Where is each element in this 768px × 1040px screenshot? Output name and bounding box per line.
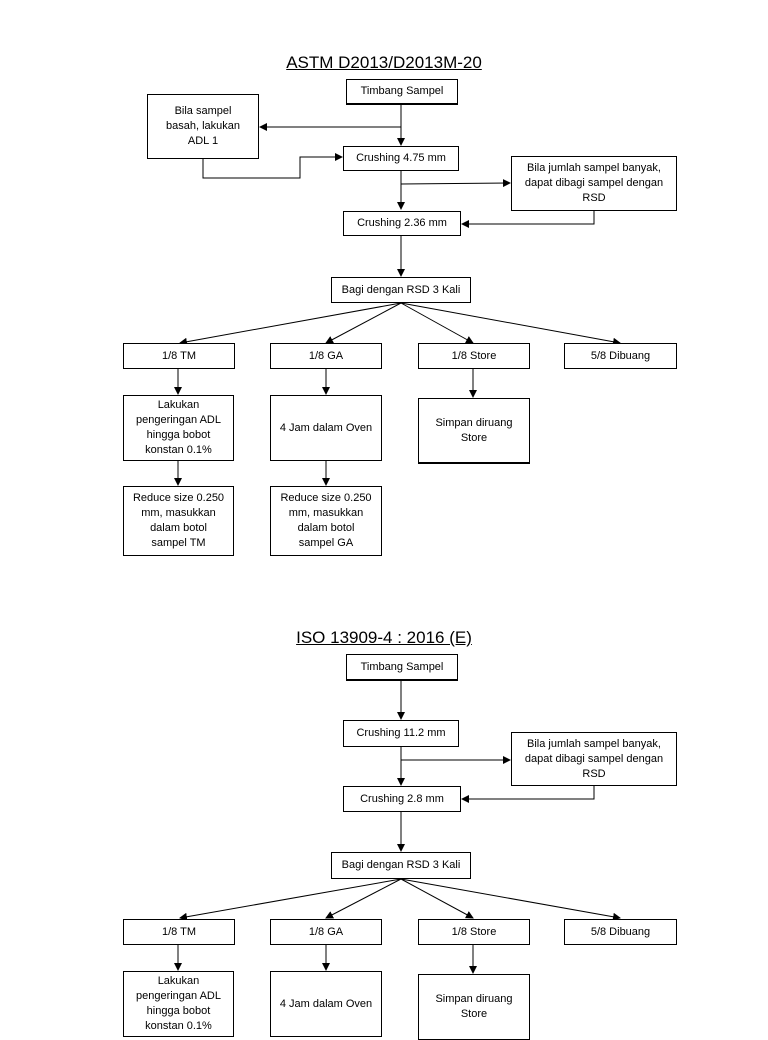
arrow-to-banyak: [400, 179, 511, 188]
iso-adl-box: Lakukan pengeringan ADL hingga bobot kon…: [123, 971, 234, 1037]
arrow-iso-banyak-to-crushing2: [461, 786, 595, 803]
astm-bagi-rsd-box: Bagi dengan RSD 3 Kali: [331, 277, 471, 303]
astm-sampel-banyak-box: Bila jumlah sampel banyak, dapat dibagi …: [511, 156, 677, 211]
astm-adl-box: Lakukan pengeringan ADL hingga bobot kon…: [123, 395, 234, 461]
astm-crushing-475-box: Crushing 4.75 mm: [343, 146, 459, 171]
arrow-bagi-to-tm: [179, 302, 402, 346]
arrow-iso-bagi-to-store: [400, 878, 474, 919]
astm-ga-box: 1/8 GA: [270, 343, 382, 369]
iso-crushing-28-box: Crushing 2.8 mm: [343, 786, 461, 812]
astm-tm-box: 1/8 TM: [123, 343, 235, 369]
astm-crushing-236-box: Crushing 2.36 mm: [343, 211, 461, 236]
iso-simpan-store-box: Simpan diruang Store: [418, 974, 530, 1040]
arrow-bagi-to-ga: [325, 302, 402, 344]
astm-oven-box: 4 Jam dalam Oven: [270, 395, 382, 461]
iso-oven-box: 4 Jam dalam Oven: [270, 971, 382, 1037]
astm-timbang-sampel-box: Timbang Sampel: [346, 79, 458, 105]
astm-title: ASTM D2013/D2013M-20: [286, 53, 482, 72]
iso-tm-box: 1/8 TM: [123, 919, 235, 945]
iso-ga-box: 1/8 GA: [270, 919, 382, 945]
arrow-iso-bagi-to-ga: [325, 878, 402, 919]
iso-bagi-rsd-box: Bagi dengan RSD 3 Kali: [331, 852, 471, 879]
astm-dibuang-box: 5/8 Dibuang: [564, 343, 677, 369]
iso-timbang-sampel-box: Timbang Sampel: [346, 654, 458, 681]
astm-sampel-basah-box: Bila sampel basah, lakukan ADL 1: [147, 94, 259, 159]
iso-crushing-112-box: Crushing 11.2 mm: [343, 720, 459, 747]
arrow-basah-to-crushing1: [202, 153, 343, 179]
arrow-bagi-to-store: [400, 302, 474, 344]
arrow-banyak-to-crushing2: [461, 211, 595, 228]
arrow-iso-bagi-to-tm: [179, 878, 402, 921]
arrow-bagi-to-dibuang: [400, 302, 621, 346]
astm-reduce-ga-box: Reduce size 0.250 mm, masukkan dalam bot…: [270, 486, 382, 556]
astm-simpan-store-box: Simpan diruang Store: [418, 398, 530, 464]
arrow-iso-bagi-to-dibuang: [400, 878, 621, 921]
astm-reduce-tm-box: Reduce size 0.250 mm, masukkan dalam bot…: [123, 486, 234, 556]
astm-store-box: 1/8 Store: [418, 343, 530, 369]
iso-title: ISO 13909-4 : 2016 (E): [296, 628, 472, 647]
iso-sampel-banyak-box: Bila jumlah sampel banyak, dapat dibagi …: [511, 732, 677, 786]
iso-dibuang-box: 5/8 Dibuang: [564, 919, 677, 945]
iso-store-box: 1/8 Store: [418, 919, 530, 945]
